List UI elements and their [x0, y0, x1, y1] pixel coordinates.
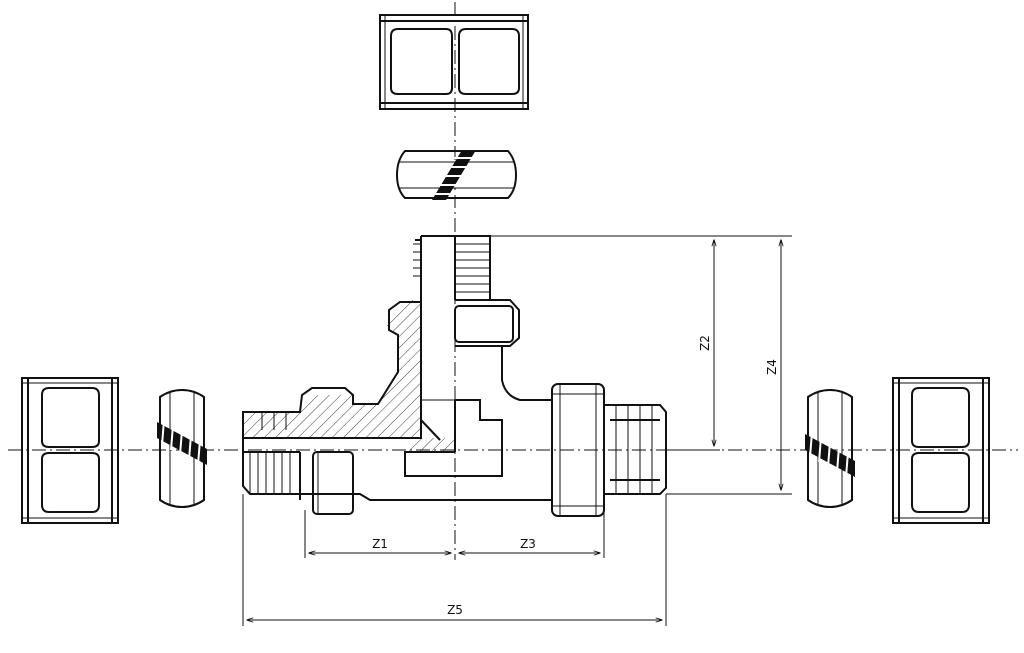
center-axes [8, 2, 1018, 560]
dimension-lines [242, 235, 792, 626]
vertical-branch-thread [413, 236, 514, 343]
top-union-nut [379, 14, 529, 110]
right-hex-and-spigot [551, 383, 667, 517]
left-union-nut [21, 377, 119, 524]
dimension-label-z5: Z5 [447, 603, 463, 617]
left-spigot-thread [243, 412, 354, 515]
dimension-label-z1: Z1 [372, 537, 388, 551]
right-split-ring [805, 388, 855, 509]
dimension-label-z3: Z3 [520, 537, 536, 551]
tee-body [242, 235, 667, 517]
dimension-label-z4: Z4 [765, 359, 779, 375]
left-split-ring [157, 388, 207, 509]
top-split-ring [395, 150, 518, 200]
dimension-labels: Z1 Z3 Z5 Z2 Z4 [372, 335, 779, 617]
dimension-label-z2: Z2 [698, 335, 712, 351]
right-union-nut [892, 377, 990, 524]
